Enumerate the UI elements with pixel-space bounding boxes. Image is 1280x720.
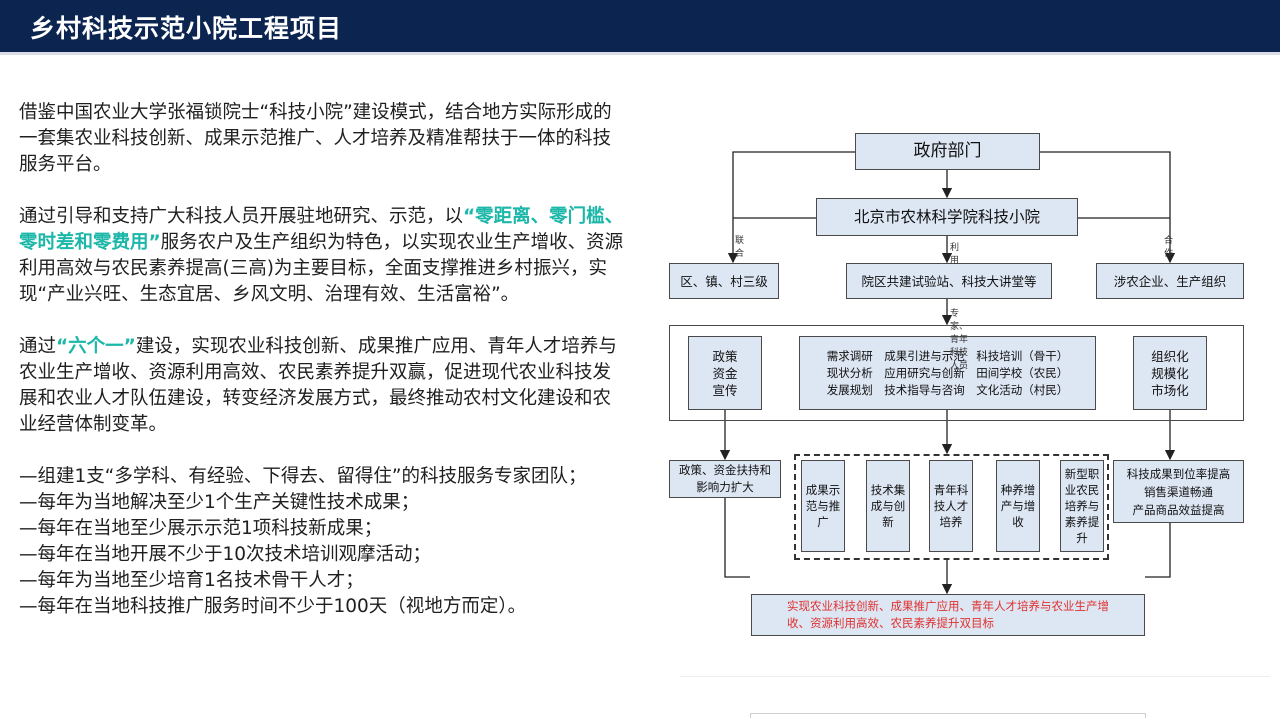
output-node-5-line-3: 培养与 — [1064, 499, 1100, 513]
output-node-3-line-2: 技人才 — [933, 499, 969, 513]
goal-item-1: —组建1支“多学科、有经验、下得去、留得住”的科技服务专家团队； — [19, 466, 587, 487]
line-right-down — [1145, 523, 1171, 578]
output-node-3-line-3: 培养 — [939, 515, 963, 529]
goal-item-4: —每年在当地开展不少于10次技术培训观摩活动； — [19, 544, 432, 565]
org-node-line-2: 规模化 — [1151, 365, 1189, 381]
activities-node-line-1: 需求调研 成果引进与示范 科技培训（骨干） — [826, 348, 1069, 363]
academy-node: 北京市农林科学院科技小院 — [816, 198, 1078, 236]
market-out-node-line-2: 销售渠道畅通 — [1144, 484, 1213, 499]
output-node-4-line-2: 产与增 — [1000, 499, 1036, 513]
output-node-2: 技术集成与创新 — [866, 460, 910, 552]
policy-node: 政策资金宣传 — [688, 336, 762, 410]
bottom-bracket — [750, 713, 1146, 718]
stations-node: 院区共建试验站、科技大讲堂等 — [846, 263, 1052, 299]
goal-list: —组建1支“多学科、有经验、下得去、留得住”的科技服务专家团队； —每年为当地解… — [19, 464, 629, 620]
output-node-1-line-2: 范与推 — [805, 499, 841, 513]
outputs-dashed — [794, 454, 1109, 560]
output-node-5-line-2: 业农民 — [1064, 483, 1100, 497]
line-gov-right — [1040, 151, 1176, 264]
header-bar: 乡村科技示范小院工程项目 — [0, 0, 1280, 52]
policy-node-line-3: 宣传 — [712, 382, 738, 398]
edge-label-lianhe: 联合 — [735, 236, 745, 259]
page-title: 乡村科技示范小院工程项目 — [30, 14, 343, 43]
activities-node: 需求调研 成果引进与示范 科技培训（骨干） 现状分析 应用研究与创新 田间学校（农… — [799, 336, 1096, 410]
activities-node-line-2: 现状分析 应用研究与创新 田间学校（农民） — [826, 365, 1069, 380]
academy-node-line-1: 北京市农林科学院科技小院 — [853, 207, 1040, 226]
output-node-2-line-2: 成与创 — [870, 499, 906, 513]
line-gov-left — [727, 151, 855, 264]
intro-p2-text-end: 服务农户及生产组织为特色，以实现农业生产增收、资源利用高效与农民素养提高(三高)… — [19, 232, 624, 305]
output-node-4-line-1: 种养增 — [1000, 483, 1036, 497]
goal-item-3: —每年在当地至少展示示范1项科技新成果； — [19, 518, 383, 539]
edge-label-hezuo: 合作 — [1164, 236, 1174, 259]
output-node-2-line-1: 技术集 — [870, 483, 906, 497]
gov-node: 政府部门 — [855, 133, 1040, 170]
edge-label-liyong: 利用 — [950, 243, 960, 266]
goal-item-2: —每年为当地解决至少1个生产关键性技术成果； — [19, 492, 420, 513]
goal-item-6: —每年在当地科技推广服务时间不少于100天（视地方而定）。 — [19, 596, 527, 617]
intro-p3-text-end: 建设，实现农业科技创新、成果推广应用、青年人才培养与农业生产增收、资源利用高效、… — [19, 336, 617, 435]
levels-node: 区、镇、村三级 — [669, 263, 779, 299]
activities-container — [669, 325, 1244, 421]
market-out-node: 科技成果到位率提高销售渠道畅通产品商品效益提高 — [1113, 460, 1244, 523]
output-node-2-line-3: 新 — [882, 515, 894, 529]
stations-node-line-1: 院区共建试验站、科技大讲堂等 — [861, 273, 1037, 289]
output-node-5: 新型职业农民培养与素养提升 — [1060, 460, 1104, 552]
policy-out-node-line-2: 影响力扩大 — [696, 480, 754, 494]
goal-node: 实现农业科技创新、成果推广应用、青年人才培养与农业生产增收、资源利用高效、农民素… — [751, 594, 1145, 636]
output-node-1-line-3: 广 — [817, 515, 829, 529]
intro-p2-highlight: “零距离、零门槛、零时差和零费用” — [19, 206, 624, 253]
goal-item-5: —每年为当地至少培育1名技术骨干人才； — [19, 570, 364, 591]
output-node-3: 青年科技人才培养 — [929, 460, 973, 552]
output-node-5-line-4: 素养提 — [1064, 515, 1100, 529]
intro-p3-text: 通过 — [19, 336, 57, 357]
line-left-down — [724, 498, 750, 578]
intro-paragraph-3: 通过“六个一”建设，实现农业科技创新、成果推广应用、青年人才培养与农业生产增收、… — [19, 334, 629, 438]
activities-node-line-3: 发展规划 技术指导与咨询 文化活动（村民） — [826, 382, 1069, 397]
org-node-line-3: 市场化 — [1151, 382, 1189, 398]
faint-divider — [680, 676, 1270, 677]
header-divider — [0, 52, 1280, 55]
market-out-node-line-1: 科技成果到位率提高 — [1126, 466, 1231, 481]
policy-node-line-1: 政策 — [712, 348, 738, 364]
gov-node-line-1: 政府部门 — [913, 141, 982, 161]
connector-layer — [719, 151, 1176, 595]
goal-node-line-1: 实现农业科技创新、成果推广应用、青年人才培养与农业生产增 — [787, 599, 1109, 613]
output-node-3-line-1: 青年科 — [933, 483, 969, 497]
policy-out-node-line-1: 政策、资金扶持和 — [679, 463, 771, 477]
intro-text: 借鉴中国农业大学张福锁院士“科技小院”建设模式，结合地方实际形成的一套集农业科技… — [19, 100, 629, 620]
org-node: 组织化规模化市场化 — [1133, 336, 1207, 410]
org-node-line-1: 组织化 — [1151, 348, 1189, 364]
intro-p2-text: 通过引导和支持广大科技人员开展驻地研究、示范，以 — [19, 206, 464, 227]
levels-node-line-1: 区、镇、村三级 — [680, 273, 768, 289]
policy-out-node: 政策、资金扶持和影响力扩大 — [669, 460, 781, 498]
output-node-5-line-1: 新型职 — [1064, 467, 1100, 481]
output-node-1-line-1: 成果示 — [805, 483, 841, 497]
intro-paragraph-2: 通过引导和支持广大科技人员开展驻地研究、示范，以“零距离、零门槛、零时差和零费用… — [19, 204, 629, 308]
goal-node-line-2: 收、资源利用高效、农民素养提升双目标 — [787, 616, 994, 630]
output-node-1: 成果示范与推广 — [801, 460, 845, 552]
output-node-4-line-3: 收 — [1012, 515, 1024, 529]
enterprises-node-line-1: 涉农企业、生产组织 — [1113, 273, 1227, 289]
edge-label-experts: 专家、青年科技人员 — [950, 309, 969, 371]
market-out-node-line-3: 产品商品效益提高 — [1132, 502, 1225, 517]
output-node-5-line-5: 升 — [1076, 531, 1088, 545]
policy-node-line-2: 资金 — [712, 365, 738, 381]
intro-p3-highlight: “六个一” — [56, 336, 136, 357]
intro-paragraph-1: 借鉴中国农业大学张福锁院士“科技小院”建设模式，结合地方实际形成的一套集农业科技… — [19, 102, 612, 175]
enterprises-node: 涉农企业、生产组织 — [1096, 263, 1244, 299]
output-node-4: 种养增产与增收 — [996, 460, 1040, 552]
